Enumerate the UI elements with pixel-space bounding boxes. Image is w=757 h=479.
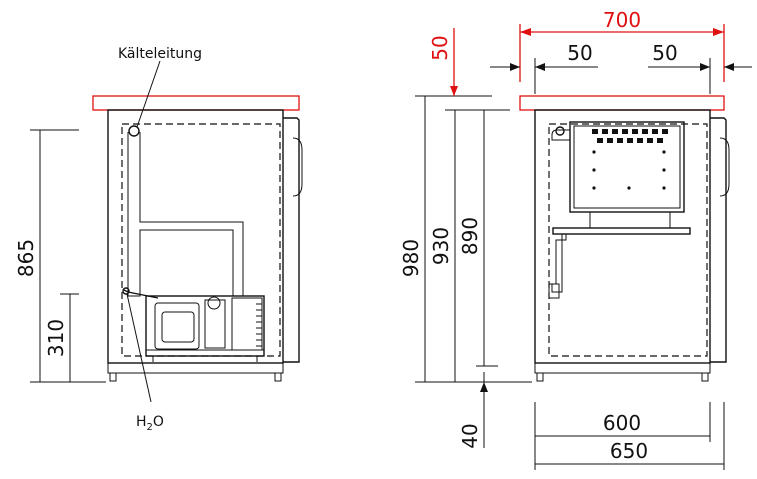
right-worktop <box>519 95 725 111</box>
water-label: H2O <box>136 414 164 433</box>
dim-50-top-text: 50 <box>428 35 452 60</box>
dim-310-text: 310 <box>44 319 68 357</box>
dim-890-text: 890 <box>458 217 482 255</box>
evaporator-unit <box>551 121 685 228</box>
right-foot-front <box>536 372 544 382</box>
right-door-handle <box>719 137 730 197</box>
left-foot-back <box>274 372 282 382</box>
left-door-handle <box>292 137 303 197</box>
dim-650-text: 650 <box>610 439 648 463</box>
left-plinth <box>107 362 284 374</box>
right-door <box>710 117 727 363</box>
right-inner-outline <box>548 123 708 357</box>
left-view: Kälteleitung H2O <box>14 46 303 433</box>
dim-50-left-text: 50 <box>567 41 592 65</box>
refrigerant-line-label: Kälteleitung <box>118 46 202 62</box>
top-dimensions: 700 50 50 50 <box>428 8 752 96</box>
compressor-unit <box>123 289 265 362</box>
right-shelf <box>552 227 691 235</box>
dim-40-arrow <box>480 382 488 392</box>
right-plinth <box>534 362 711 374</box>
right-view: 980 930 890 40 600 650 <box>399 95 730 470</box>
water-drain-leader <box>126 293 152 403</box>
drain-cup <box>548 283 560 299</box>
dim-40-text: 40 <box>458 423 482 448</box>
dim-50-right-text: 50 <box>652 41 677 65</box>
left-foot-front <box>109 372 117 382</box>
left-worktop <box>92 95 300 111</box>
water-drain-port <box>122 287 130 295</box>
dim-700-text: 700 <box>603 8 641 32</box>
refrigerant-line-port <box>128 125 140 137</box>
dim-865-text: 865 <box>14 239 38 277</box>
drain-line <box>551 234 567 293</box>
dim-980-text: 980 <box>399 239 423 277</box>
dim-600-text: 600 <box>603 411 641 435</box>
right-foot-back <box>701 372 709 382</box>
refrigerant-leader <box>136 60 161 128</box>
dim-930-text: 930 <box>429 227 453 265</box>
refrigerant-line <box>127 132 244 297</box>
left-door <box>283 117 300 363</box>
